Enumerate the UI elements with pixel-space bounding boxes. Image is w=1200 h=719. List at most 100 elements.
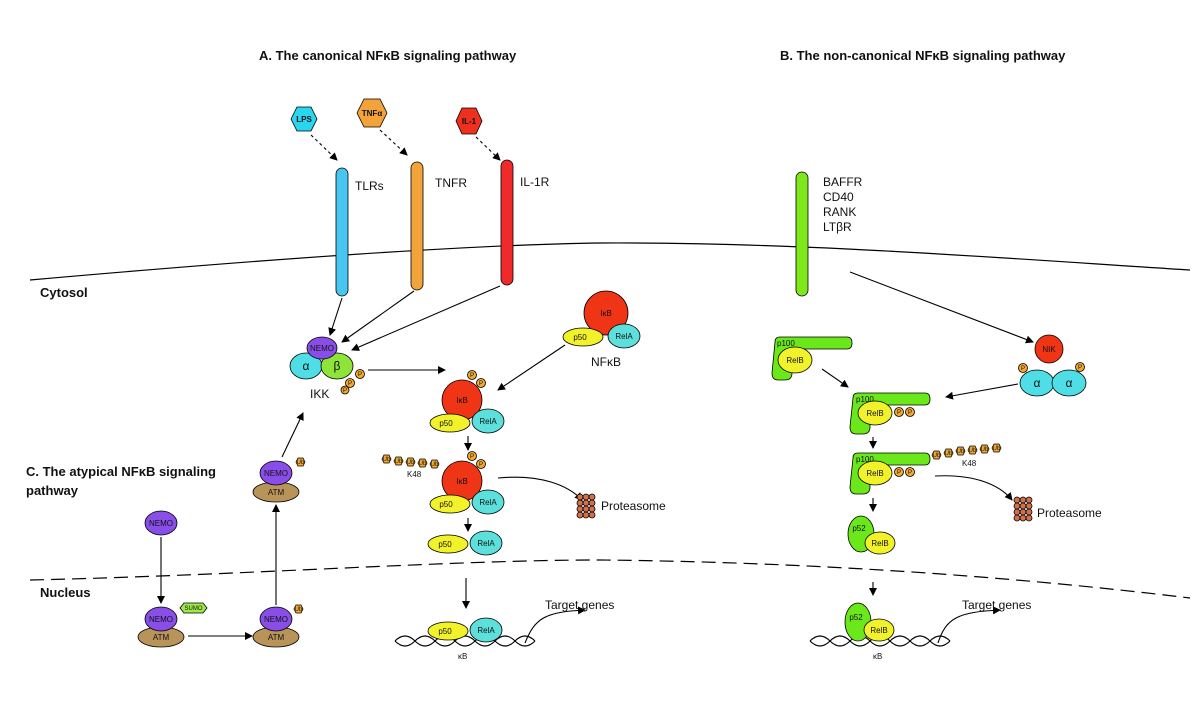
arrow-p100-to-phospho xyxy=(821,368,849,388)
proteasome-noncanonical-subunit xyxy=(1025,496,1033,504)
cyt-p52-label: p52 xyxy=(852,524,866,533)
label-nucleus: Nucleus xyxy=(40,585,91,600)
ligand-tnfa: TNFα xyxy=(356,98,388,128)
ligand-il1-label: IL-1 xyxy=(462,117,477,126)
kb-label-canonical: κB xyxy=(458,652,467,661)
arrow-nik-p100 xyxy=(945,383,1019,400)
ikk-alpha-label: α xyxy=(303,359,310,373)
nik-alpha-1-label: α xyxy=(1034,376,1041,390)
ub-canon-4-label: Ub xyxy=(419,461,427,467)
nuc-relb-label: RelB xyxy=(870,626,887,635)
dna-canonical xyxy=(394,635,536,647)
cyt-rela-label: RelA xyxy=(477,539,495,548)
atyp-atm-3-label: ATM xyxy=(268,488,285,497)
proteasome-noncanonical-subunit xyxy=(1013,508,1021,516)
ub-nc-6 xyxy=(991,443,1002,453)
proteasome-canonical-subunit xyxy=(576,499,584,507)
proteasome-canonical-subunit xyxy=(576,505,584,513)
phospho-p50-label: p50 xyxy=(439,419,453,428)
arrow-tlr-ikk xyxy=(328,297,343,336)
dna-noncanonical-strand-a xyxy=(809,635,951,647)
proteasome-canonical-subunit xyxy=(588,505,596,513)
ub-p1 xyxy=(467,451,477,461)
atyp-nemo-3 xyxy=(259,606,293,632)
ikk-nemo xyxy=(306,336,338,360)
nfkb-free-ikb-label: IκB xyxy=(600,309,612,318)
atyp-nemo-4 xyxy=(259,460,293,486)
arrow-il1r-ikk xyxy=(351,285,501,351)
ub-canon-2-label: Ub xyxy=(395,459,403,465)
nik-p2 xyxy=(1075,362,1085,372)
relb-ub xyxy=(857,460,893,486)
relb-phospho xyxy=(857,400,893,426)
proteasome-canonical-subunit xyxy=(576,511,584,519)
nik-label: NIK xyxy=(1042,345,1056,354)
dna-canonical-strand-a xyxy=(394,635,536,647)
p100-relb-phospho: p100 RelB P P xyxy=(849,392,931,435)
arrow-receptor-nik xyxy=(849,271,1034,344)
proteasome-noncanonical-subunit xyxy=(1019,502,1027,510)
p52-relb-cytosol: p52 RelB xyxy=(847,515,896,555)
p100-phospho-p1-label: P xyxy=(897,410,901,416)
ub-p2-label: P xyxy=(479,462,483,468)
phospho-p50 xyxy=(429,413,471,433)
relb-phospho-label: RelB xyxy=(866,409,883,418)
proteasome-canonical-label: Proteasome xyxy=(601,499,666,513)
ligand-lps-label: LPS xyxy=(296,115,312,124)
nik-p1-label: P xyxy=(1021,366,1025,372)
nik xyxy=(1034,334,1064,364)
arrow-lps-tlr xyxy=(310,134,338,161)
atypical-nemo-atm-top: ATM NEMO Ub xyxy=(252,457,306,503)
receptor-tnfr xyxy=(410,161,424,291)
nik-alpha-2-label: α xyxy=(1066,376,1073,390)
ub-rela xyxy=(471,489,505,515)
nik-alpha-2 xyxy=(1051,369,1087,397)
ub-nc-2 xyxy=(943,448,954,458)
label-cytosol: Cytosol xyxy=(40,285,88,300)
nik-complex: NIK α α P P xyxy=(1018,334,1087,397)
nuc-rela xyxy=(469,617,503,643)
atyp-nemo-3-label: NEMO xyxy=(264,615,288,624)
relb-ub-label: RelB xyxy=(866,469,883,478)
ikk-p2 xyxy=(355,369,365,379)
arrow-target-genes-canonical xyxy=(524,606,586,644)
proteasome-noncanonical-subunit xyxy=(1019,514,1027,522)
proteasome-noncanonical-subunit xyxy=(1013,502,1021,510)
ub-canon-3-label: Ub xyxy=(407,460,415,466)
cyt-relb xyxy=(864,531,896,555)
atyp-ub-2 xyxy=(295,457,306,467)
proteasome-noncanonical-subunit xyxy=(1025,514,1033,522)
receptor-il1r-label: IL-1R xyxy=(520,175,550,189)
p100-relb-initial: p100 RelB xyxy=(771,336,853,381)
proteasome-noncanonical-subunit xyxy=(1019,496,1027,504)
ligand-lps: LPS xyxy=(290,106,318,132)
ub-nc-4 xyxy=(967,445,978,455)
ub-nc-3-label: Ub xyxy=(957,449,965,455)
plasma-membrane xyxy=(29,242,1191,281)
atyp-ub-2-label: Ub xyxy=(297,460,305,466)
ub-p50-label: p50 xyxy=(439,500,453,509)
proteasome-canonical-subunit xyxy=(582,499,590,507)
ikk-p3-label: P xyxy=(343,388,347,394)
p100-phospho-label: p100 xyxy=(856,395,874,404)
ub-nc-5-label: Ub xyxy=(981,447,989,453)
atyp-ub-1-label: Ub xyxy=(295,607,303,613)
dna-canonical-strand-b xyxy=(394,635,536,647)
atyp-nemo-1 xyxy=(144,510,178,536)
ub-ikb-label: IκB xyxy=(456,477,468,486)
target-genes-noncanonical: Target genes xyxy=(962,598,1031,612)
nfkb-free-rela-label: RelA xyxy=(615,332,633,341)
p50-rela-cytosol: p50 RelA xyxy=(427,530,503,556)
nuclear-membrane xyxy=(29,559,1191,599)
nfkb-free-p50 xyxy=(562,327,604,347)
ligand-il1-shape xyxy=(455,107,483,135)
p100-ub-p2 xyxy=(905,467,915,477)
arrow-tnfr-ikk xyxy=(341,290,415,343)
atyp-atm-2-label: ATM xyxy=(268,633,285,642)
atypical-nemo-atm-sumo: ATM NEMO SUMO xyxy=(137,602,208,648)
receptor-cd40-label: CD40 xyxy=(823,190,854,204)
phospho-ikb-label: IκB xyxy=(456,396,468,405)
p100-ub-p1 xyxy=(894,467,904,477)
ub-canon-1-label: Ub xyxy=(383,457,391,463)
